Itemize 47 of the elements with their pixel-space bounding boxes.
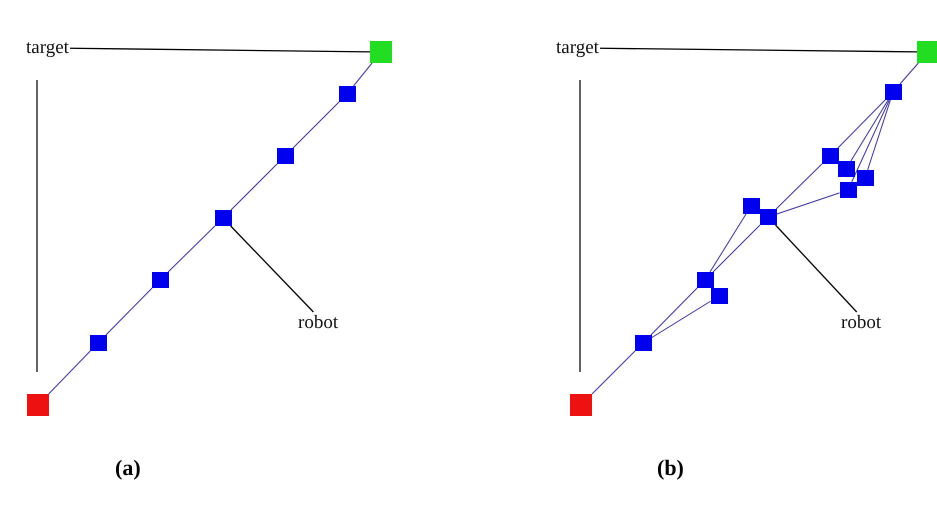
robot-square	[742, 198, 760, 214]
start-square	[27, 394, 49, 416]
robot-square	[90, 335, 106, 351]
robot-square	[710, 288, 728, 304]
callout-label: robot	[841, 312, 882, 334]
path-line	[168, 226, 216, 272]
path-line	[867, 100, 891, 170]
start-square	[570, 394, 592, 416]
path-line	[850, 100, 889, 162]
panel-caption: (b)	[657, 455, 684, 481]
path-line	[105, 288, 153, 336]
leader-line	[230, 226, 314, 312]
path-line	[230, 164, 278, 210]
robot-square	[276, 148, 294, 164]
path-line	[651, 300, 711, 338]
robot-square	[152, 272, 168, 288]
robot-square	[840, 182, 856, 198]
path-line	[292, 102, 340, 148]
path-line	[48, 350, 91, 394]
path-line	[776, 192, 840, 215]
robot-square	[760, 209, 776, 225]
path-line	[592, 350, 636, 394]
panel-caption: (a)	[115, 455, 141, 481]
path-line	[851, 100, 890, 182]
callout-label: robot	[298, 312, 338, 334]
path-line	[352, 62, 373, 86]
callout-label: target	[556, 37, 599, 59]
target-square	[917, 41, 937, 63]
robot-square	[696, 272, 714, 288]
path-line	[776, 164, 822, 210]
leader-line	[600, 48, 917, 53]
path-line	[900, 62, 919, 84]
robot-square	[838, 161, 854, 177]
target-square	[370, 41, 392, 63]
callout-label: target	[26, 37, 69, 59]
path-line	[712, 224, 760, 272]
robot-square	[634, 335, 652, 351]
robot-square	[214, 210, 232, 226]
robot-square	[856, 170, 874, 186]
path-line	[709, 214, 747, 272]
path-line	[837, 100, 886, 148]
leader-line	[70, 48, 370, 53]
leader-line	[775, 224, 858, 312]
robot-square	[884, 84, 902, 100]
path-line	[650, 288, 698, 336]
robot-square	[338, 86, 356, 102]
robot-square	[822, 148, 838, 164]
